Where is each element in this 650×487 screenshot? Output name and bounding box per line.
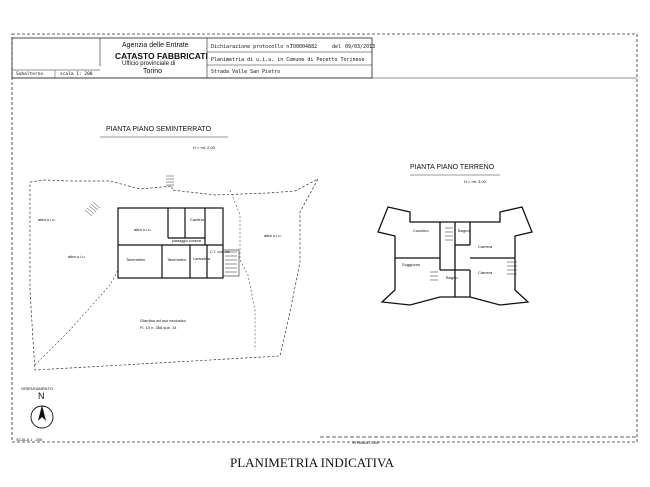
sheet-label: Subalterno: [16, 72, 44, 77]
garden-note-1: Giardino ad uso esclusivo: [140, 318, 186, 323]
caption: PLANIMETRIA INDICATIVA: [230, 455, 395, 470]
lot-boundary: [29, 178, 319, 371]
declaration-number: TO0004882: [290, 44, 318, 50]
header-box: [11, 37, 373, 79]
room-bagno-2: Bagno: [446, 275, 458, 280]
address: Strada Valle San Pietro: [211, 69, 281, 75]
room-bagno-1: Bagno: [458, 228, 470, 233]
room-altra-right: altra u.i.u.: [264, 233, 282, 238]
room-soggiorno: Soggiorno: [402, 262, 421, 267]
room-passaggio: passaggio comune: [172, 239, 202, 243]
plan-description: Planimetria di u.i.u. in Comune di Pecet…: [211, 57, 365, 63]
declaration-label: Dichiarazione protocollo n.: [211, 44, 293, 50]
room-altra-inner: altra u.i.u.: [134, 227, 152, 232]
room-camera-2: Camera: [478, 270, 493, 275]
city-name: Torino: [143, 68, 163, 75]
room-altra-bottom-left: altra u.i.u.: [68, 254, 86, 259]
north-compass: [30, 405, 54, 429]
room-ct: C.T. comune: [210, 250, 230, 254]
sheet-frame: [11, 33, 638, 443]
declaration-date: 09/03/2013: [345, 44, 376, 50]
office-label: Ufficio provinciale di: [122, 61, 176, 67]
scale-label: scala 1: 200: [60, 72, 93, 77]
ground-building: [377, 206, 533, 306]
room-cucinino: Cucinino: [413, 228, 429, 233]
room-tavernetta-2: Tavernetta: [167, 257, 186, 262]
north-label: N: [38, 391, 45, 401]
garden-note-2: Fl. 10 n. 358 sub. 14: [140, 325, 177, 330]
room-tavernetta-1: Tavernetta: [126, 257, 145, 262]
basement-building: [117, 207, 224, 279]
orientation-label: ORIENTAMENTO: [21, 386, 53, 391]
ground-height: H = mt. 3,00: [464, 179, 486, 184]
room-cantina: Cantina: [190, 217, 204, 222]
road-label: STRADA COM.: [352, 440, 380, 445]
basement-title: PIANTA PIANO SEMINTERRATO: [106, 126, 212, 133]
scale-footer: SCALA 1 : 200: [16, 437, 43, 442]
agency-name: Agenzia delle Entrate: [122, 42, 189, 49]
declaration-del: del: [332, 44, 342, 50]
room-lavanderia: Lavanderia: [193, 257, 211, 261]
room-camera-1: Camera: [478, 244, 493, 249]
catasto-title: CATASTO FABBRICATI: [115, 51, 208, 61]
room-altra-left: altra u.i.u.: [38, 217, 56, 222]
basement-height: H = mt. 2,00: [193, 145, 215, 150]
ground-title: PIANTA PIANO TERRENO: [410, 164, 495, 171]
